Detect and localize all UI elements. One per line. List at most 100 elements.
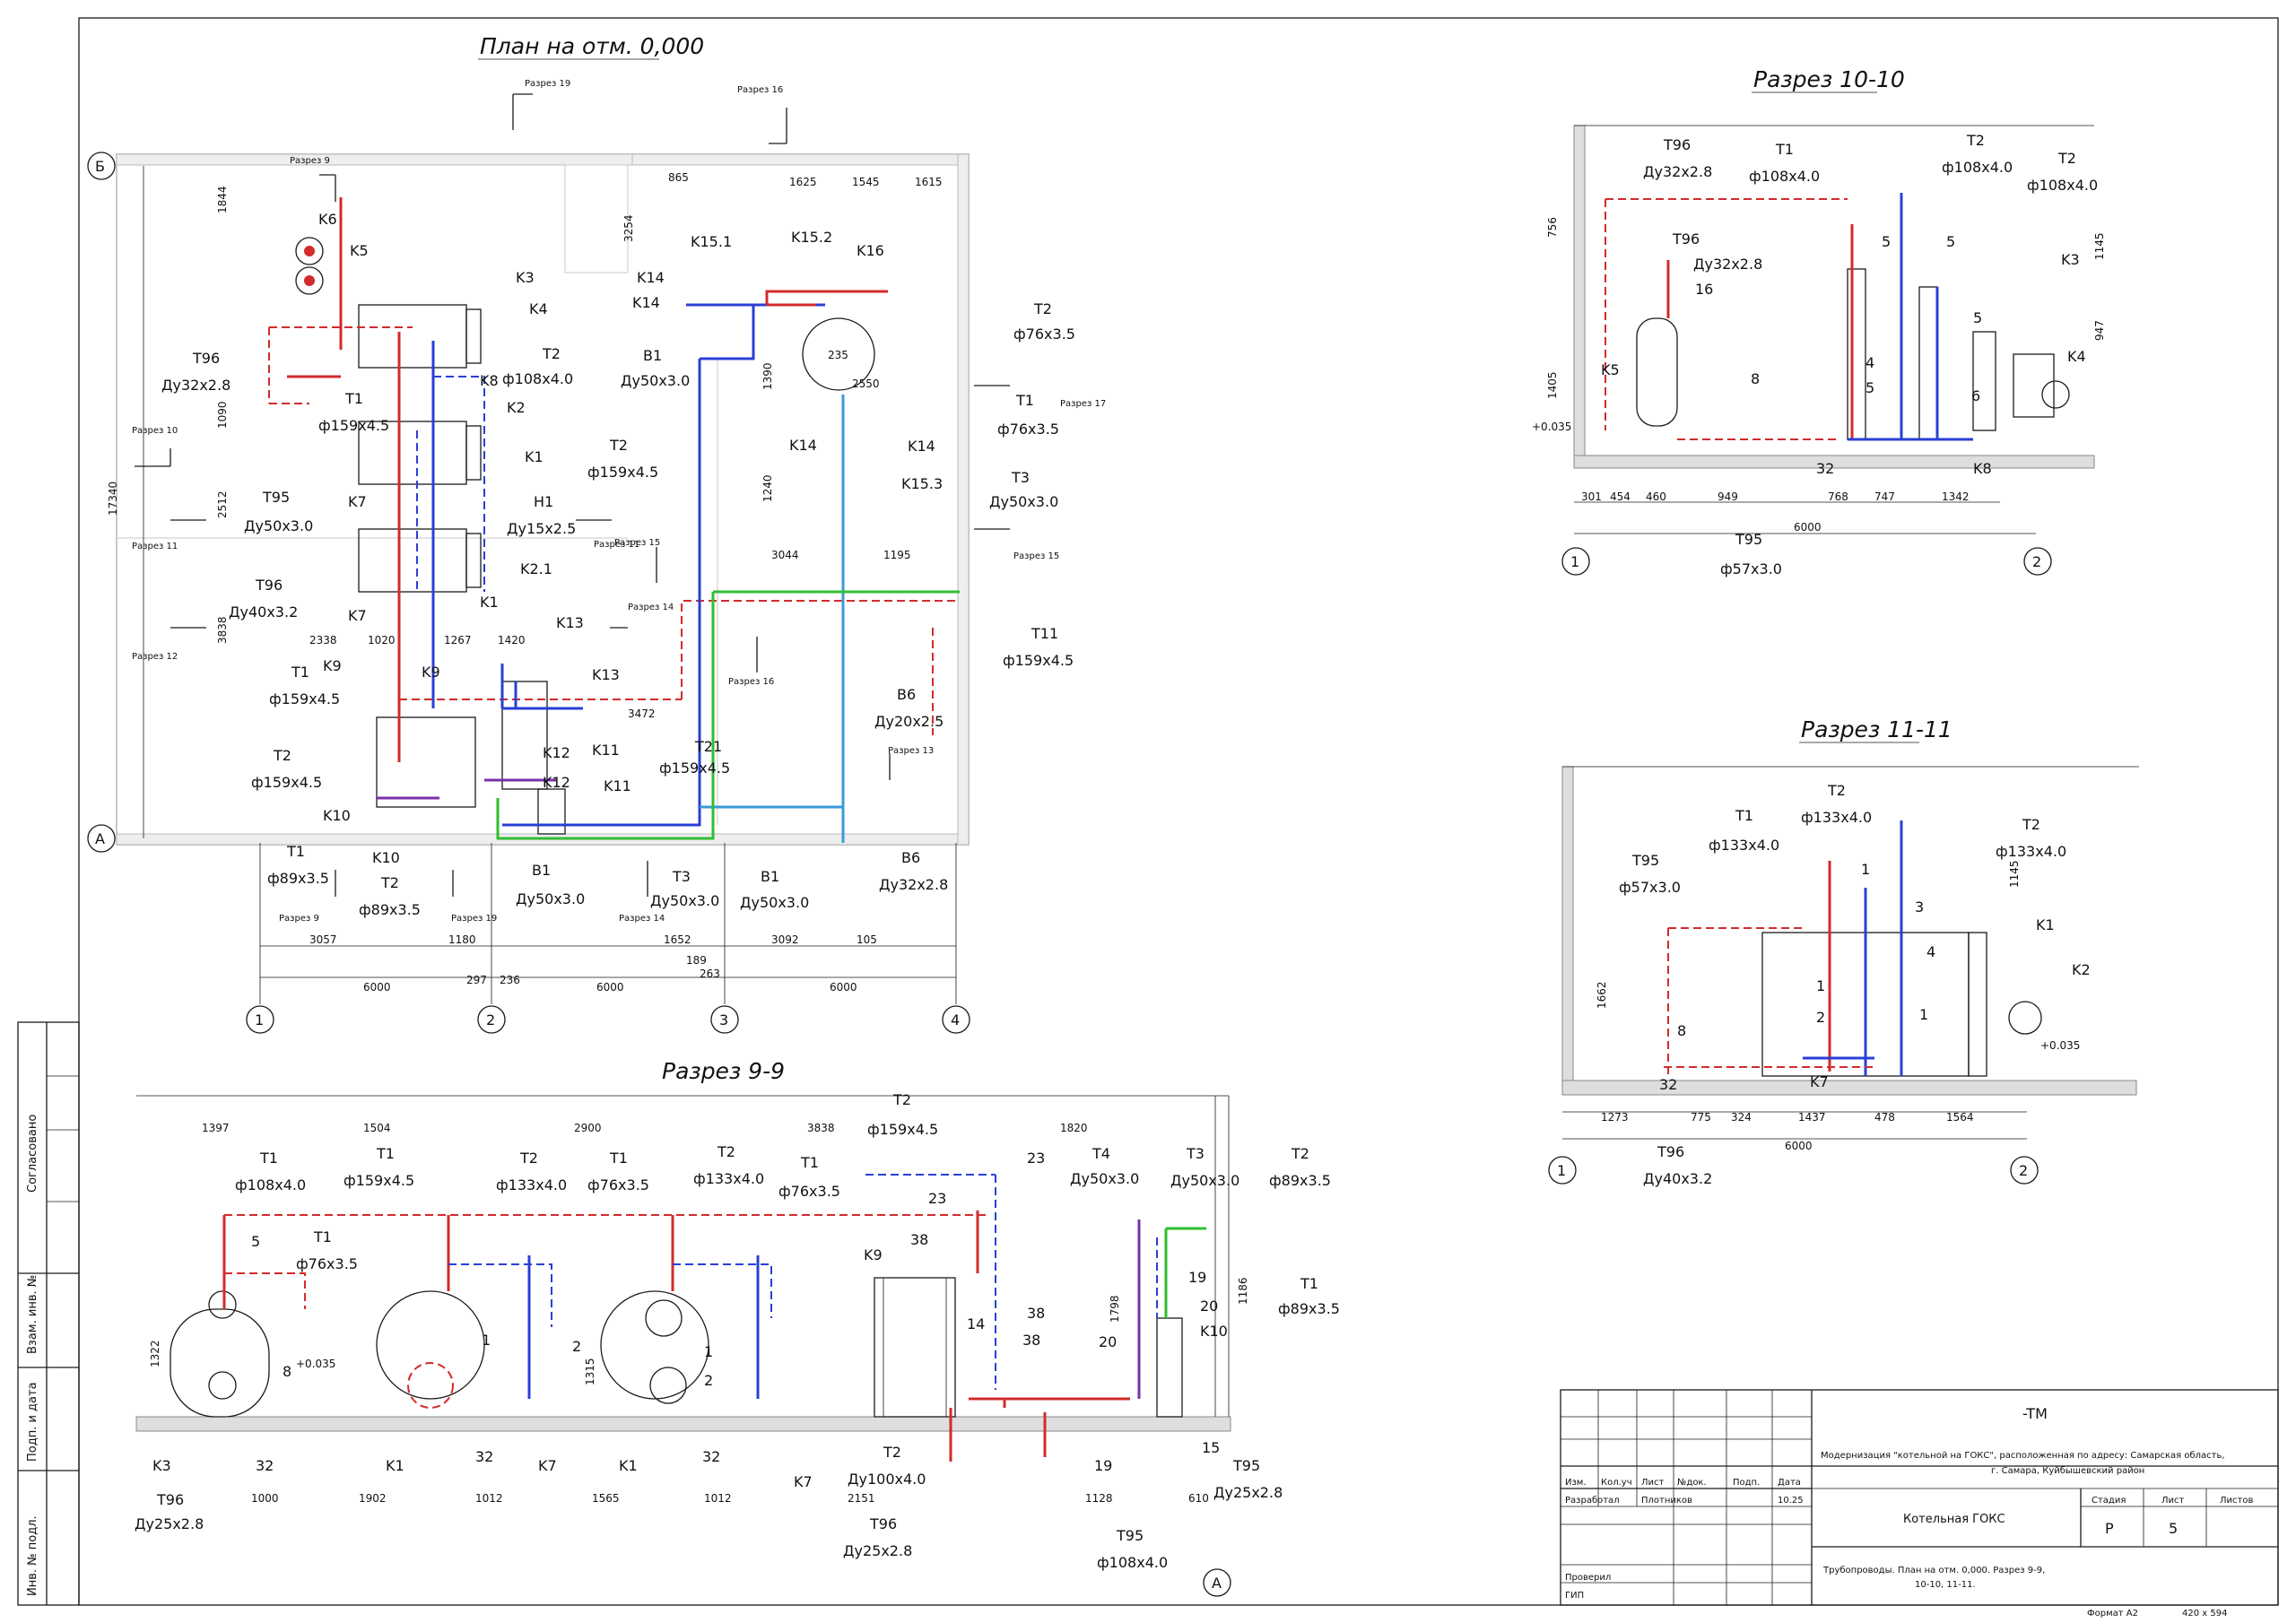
s1010-du32-b: Ду32x2.8 xyxy=(1693,256,1762,273)
lbl-B1-c: B1 xyxy=(643,347,662,364)
s99-T2-c: T2 xyxy=(892,1091,911,1108)
s1111-K7: K7 xyxy=(1810,1073,1829,1090)
lbl-f159-a: ф159x4.5 xyxy=(318,417,389,434)
dim-1615: 1615 xyxy=(915,176,943,188)
s1111-n1-b: 1 xyxy=(1816,977,1825,994)
lbl-T3-b: T3 xyxy=(1011,469,1030,486)
dim-105: 105 xyxy=(857,933,877,946)
lbl-K9-a: K9 xyxy=(323,657,342,674)
s1010-n6: 6 xyxy=(1971,387,1980,404)
tb-format: Формат А2 xyxy=(2087,1609,2138,1619)
tb-izm: Изм. xyxy=(1565,1478,1587,1488)
s1111-K1: K1 xyxy=(2036,916,2055,933)
s1010-T96-b: T96 xyxy=(1672,230,1700,247)
s99-du25-b: Ду25x2.8 xyxy=(843,1542,912,1559)
s99-T96-a: T96 xyxy=(156,1491,184,1508)
s1111-n32: 32 xyxy=(1659,1076,1677,1093)
s99-n1-b: 1 xyxy=(704,1343,713,1360)
s1010-T2-a: T2 xyxy=(1966,132,1985,149)
s99-K9: K9 xyxy=(864,1246,883,1263)
s99-n15: 15 xyxy=(1202,1439,1220,1456)
lbl-T1-b: T1 xyxy=(291,664,309,681)
mark-r11: Разрез 11 xyxy=(132,542,178,551)
dim-1020: 1020 xyxy=(368,634,396,647)
tb-kol: Кол.уч xyxy=(1601,1478,1632,1488)
s1111-f57: ф57x3.0 xyxy=(1619,879,1681,896)
tb-stadia: Стадия xyxy=(2092,1496,2126,1506)
s99-d1322: 1322 xyxy=(149,1340,161,1367)
dim-2512: 2512 xyxy=(216,490,229,518)
s99-T95-b: T95 xyxy=(1232,1457,1260,1474)
lbl-f159-f: ф159x4.5 xyxy=(1003,652,1074,669)
lbl-K14-b: K14 xyxy=(632,294,660,311)
dim-2550: 2550 xyxy=(852,378,880,390)
plan-pipes xyxy=(268,197,960,843)
s1111-d1273: 1273 xyxy=(1601,1111,1629,1124)
s1111-n8: 8 xyxy=(1677,1022,1686,1039)
lbl-du50-c: Ду50x3.0 xyxy=(650,892,719,909)
tb-size: 420 x 594 xyxy=(2182,1609,2227,1619)
s99-axis-A: А xyxy=(1212,1575,1222,1592)
s99-T1-a: T1 xyxy=(259,1150,278,1167)
lbl-T2-a: T2 xyxy=(542,345,561,362)
lbl-T96: T96 xyxy=(192,350,220,367)
s99-T1-b: T1 xyxy=(376,1145,395,1162)
s99-du50-b: Ду50x3.0 xyxy=(1170,1172,1239,1189)
s99-f76-b: ф76x3.5 xyxy=(778,1183,840,1200)
dim-297: 297 xyxy=(466,974,487,986)
s99-K1-b: K1 xyxy=(619,1457,638,1474)
dim-1652: 1652 xyxy=(664,933,691,946)
lbl-K7-a: K7 xyxy=(348,493,367,510)
mark-r14: Разрез 14 xyxy=(628,603,674,612)
tb-sheet-title: Трубопроводы. План на отм. 0,000. Разрез… xyxy=(1822,1566,2045,1575)
plan-labels: K6 K5 K3 K4 T96 Ду32x2.8 T2 ф108x4.0 K8 … xyxy=(161,211,1075,918)
tb-sheet-title2: 10-10, 11-11. xyxy=(1915,1580,1976,1590)
lbl-K14-d: K14 xyxy=(908,438,935,455)
lbl-f89-a: ф89x3.5 xyxy=(267,870,329,887)
plan-equipment: 235 xyxy=(295,237,875,835)
s99-n1-a: 1 xyxy=(482,1332,491,1349)
s99-f133-b: ф133x4.0 xyxy=(693,1170,764,1187)
section-11-11: Разрез 11-11 1 2 T1 ф133x4.0 T2 ф133x4.0… xyxy=(1548,716,2139,1187)
s99-du25-a: Ду25x2.8 xyxy=(135,1515,204,1532)
s99-d2900: 2900 xyxy=(574,1122,602,1134)
s99-n14: 14 xyxy=(967,1315,985,1332)
s1010-T96-a: T96 xyxy=(1663,136,1691,153)
lbl-T2-d: T2 xyxy=(380,874,399,891)
s99-elev: +0.035 xyxy=(296,1358,335,1370)
lbl-du15: Ду15x2.5 xyxy=(507,520,576,537)
lbl-K11-b: K11 xyxy=(604,777,631,794)
s1111-axis-1: 1 xyxy=(1557,1162,1566,1179)
mark-r16: Разрез 16 xyxy=(737,85,783,95)
s1010-K8: K8 xyxy=(1973,460,1992,477)
s1010-d1145: 1145 xyxy=(2093,232,2106,260)
dim-6000-b: 6000 xyxy=(596,981,624,994)
s99-d1012-b: 1012 xyxy=(704,1492,732,1505)
s1010-d768: 768 xyxy=(1828,490,1848,503)
s1010-n16: 16 xyxy=(1695,281,1713,298)
lbl-du20: Ду20x2.5 xyxy=(874,713,944,730)
s99-T1-c: T1 xyxy=(609,1150,628,1167)
s99-f76-c: ф76x3.5 xyxy=(296,1255,358,1272)
s1111-f133-b: ф133x4.0 xyxy=(1801,809,1872,826)
s99-d1902: 1902 xyxy=(359,1492,387,1505)
s99-du50-a: Ду50x3.0 xyxy=(1070,1170,1139,1187)
s99-d1012-a: 1012 xyxy=(475,1492,503,1505)
lbl-f159-e: ф159x4.5 xyxy=(659,759,730,777)
tb-list2: Лист xyxy=(2161,1496,2185,1506)
dim-1625: 1625 xyxy=(789,176,817,188)
lbl-T1-c: T1 xyxy=(286,843,305,860)
s1111-title: Разрез 11-11 xyxy=(1801,716,1952,742)
s1010-f108-a: ф108x4.0 xyxy=(1749,168,1820,185)
mark-r15-b: Разрез 15 xyxy=(1013,551,1059,561)
s1010-axis-1: 1 xyxy=(1570,553,1579,570)
s1111-d1145: 1145 xyxy=(2008,860,2021,888)
s1010-d947: 947 xyxy=(2093,320,2106,341)
s1111-d324: 324 xyxy=(1731,1111,1752,1124)
dim-1195: 1195 xyxy=(883,549,911,561)
lbl-K4: K4 xyxy=(529,300,548,317)
s1111-du40: Ду40x3.2 xyxy=(1643,1170,1712,1187)
lbl-K13-a: K13 xyxy=(556,614,584,631)
s99-d1820: 1820 xyxy=(1060,1122,1088,1134)
axis-2: 2 xyxy=(486,1011,495,1028)
